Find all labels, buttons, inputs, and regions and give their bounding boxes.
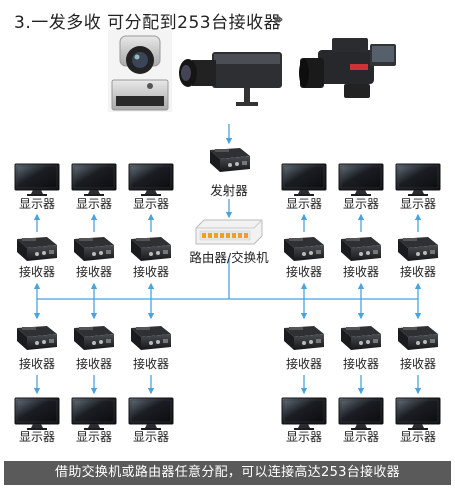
svg-text:显示器: 显示器 bbox=[19, 430, 55, 444]
svg-text:接收器: 接收器 bbox=[19, 356, 55, 371]
svg-text:接收器: 接收器 bbox=[286, 264, 322, 279]
svg-text:接收器: 接收器 bbox=[343, 264, 379, 279]
svg-text:显示器: 显示器 bbox=[400, 197, 436, 211]
display-top-1: 显示器 bbox=[14, 163, 60, 211]
footer-banner: 借助交换机或路由器任意分配，可以连接高达253台接收器 bbox=[4, 461, 451, 485]
svg-text:接收器: 接收器 bbox=[76, 356, 112, 371]
svg-text:显示器: 显示器 bbox=[19, 197, 55, 211]
svg-text:接收器: 接收器 bbox=[19, 264, 55, 279]
receiver-bottom-2: 接收器 bbox=[74, 326, 114, 371]
svg-text:显示器: 显示器 bbox=[286, 430, 322, 444]
page-title: 3.一发多收 可分配到253台接收器 bbox=[14, 13, 282, 33]
receiver-bottom-3: 接收器 bbox=[131, 326, 171, 371]
transmitter-node: 发射器 bbox=[210, 148, 250, 198]
receiver-bottom-6: 接收器 bbox=[398, 326, 438, 371]
display-top-5: 显示器 bbox=[338, 163, 384, 211]
receiver-bottom-1: 接收器 bbox=[17, 326, 57, 371]
svg-text:显示器: 显示器 bbox=[76, 430, 112, 444]
receiver-top-2: 接收器 bbox=[74, 237, 114, 279]
receiver-top-4: 接收器 bbox=[284, 237, 324, 279]
svg-text:显示器: 显示器 bbox=[343, 430, 379, 444]
svg-text:显示器: 显示器 bbox=[76, 197, 112, 211]
display-bottom-4: 显示器 bbox=[281, 397, 327, 444]
display-bottom-2: 显示器 bbox=[71, 397, 117, 444]
receiver-top-3: 接收器 bbox=[131, 237, 171, 279]
svg-text:接收器: 接收器 bbox=[343, 356, 379, 371]
display-top-6: 显示器 bbox=[395, 163, 441, 211]
box-camera bbox=[172, 44, 292, 116]
svg-text:显示器: 显示器 bbox=[286, 197, 322, 211]
receiver-top-6: 接收器 bbox=[398, 237, 438, 279]
svg-text:显示器: 显示器 bbox=[133, 430, 169, 444]
receiver-bottom-5: 接收器 bbox=[341, 326, 381, 371]
ptz-camera bbox=[108, 30, 172, 112]
receiver-top-1: 接收器 bbox=[17, 237, 57, 279]
router-node: 路由器/交换机 bbox=[189, 219, 269, 265]
svg-text:接收器: 接收器 bbox=[286, 356, 322, 371]
receiver-top-5: 接收器 bbox=[341, 237, 381, 279]
display-bottom-3: 显示器 bbox=[128, 397, 174, 444]
connection-lines bbox=[33, 124, 422, 395]
display-top-3: 显示器 bbox=[128, 163, 174, 211]
svg-text:显示器: 显示器 bbox=[133, 197, 169, 211]
svg-text:接收器: 接收器 bbox=[76, 264, 112, 279]
svg-text:接收器: 接收器 bbox=[133, 356, 169, 371]
transmitter-label: 发射器 bbox=[210, 183, 248, 198]
router-label: 路由器/交换机 bbox=[189, 250, 269, 265]
chevrons-icon: ››› bbox=[273, 10, 283, 28]
display-bottom-5: 显示器 bbox=[338, 397, 384, 444]
display-bottom-6: 显示器 bbox=[395, 397, 441, 444]
svg-text:接收器: 接收器 bbox=[400, 356, 436, 371]
svg-text:显示器: 显示器 bbox=[343, 197, 379, 211]
display-top-2: 显示器 bbox=[71, 163, 117, 211]
svg-text:显示器: 显示器 bbox=[400, 430, 436, 444]
svg-text:接收器: 接收器 bbox=[400, 264, 436, 279]
display-top-4: 显示器 bbox=[281, 163, 327, 211]
receiver-bottom-4: 接收器 bbox=[284, 326, 324, 371]
svg-text:接收器: 接收器 bbox=[133, 264, 169, 279]
display-bottom-1: 显示器 bbox=[14, 397, 60, 444]
camcorder bbox=[298, 30, 404, 106]
